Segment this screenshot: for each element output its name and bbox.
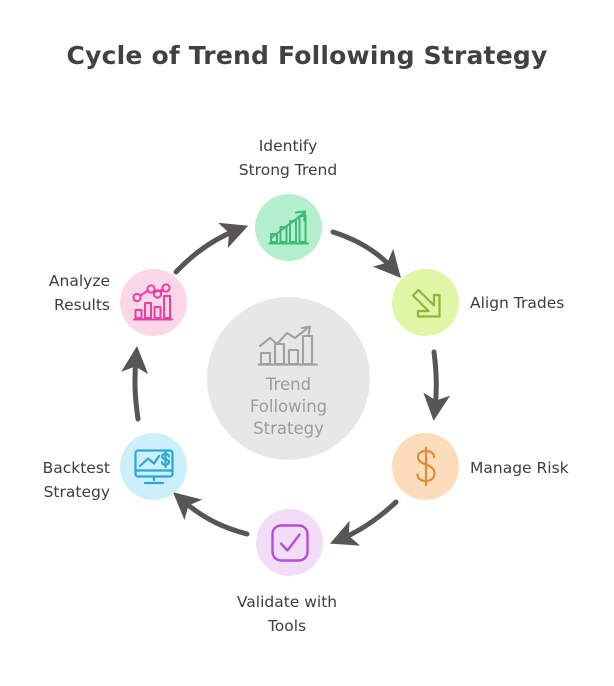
- growth-bar-chart-arrow-icon: [268, 210, 309, 244]
- node-analyze-results[interactable]: [120, 269, 187, 336]
- checkbox-check-icon: [270, 523, 309, 562]
- hub-label-line3: Strategy: [253, 419, 324, 438]
- arrow-manage-to-validate: [329, 499, 399, 546]
- label-manage-risk: Manage Risk: [470, 459, 569, 477]
- hub-label-line2: Following: [249, 397, 328, 416]
- node-align-trades[interactable]: [392, 269, 459, 336]
- arrow-analyze-to-identify: [173, 222, 249, 275]
- diagonal-down-right-arrow-icon: [411, 288, 441, 318]
- arrow-validate-to-backtest: [172, 492, 250, 537]
- arrow-backtest-to-analyze: [121, 346, 149, 422]
- label-align-trades: Align Trades: [470, 294, 565, 312]
- bar-chart-scatter-icon: [131, 282, 173, 320]
- monitor-chart-dollar-icon: [133, 448, 174, 484]
- node-validate-with-tools[interactable]: [256, 509, 323, 576]
- arrow-identify-to-align: [330, 229, 401, 278]
- label-identify-strong-trend: Identify Strong Trend: [238, 137, 338, 179]
- dollar-sign-icon: [415, 445, 436, 486]
- bar-chart-uptrend-icon: [256, 325, 318, 366]
- node-manage-risk[interactable]: [392, 433, 459, 500]
- page-title: Cycle of Trend Following Strategy: [66, 41, 548, 70]
- arrow-align-to-manage: [423, 349, 451, 421]
- hub-label: Trend Following Strategy: [250, 374, 327, 440]
- label-validate-with-tools: Validate with Tools: [236, 593, 338, 635]
- center-hub: Trend Following Strategy: [207, 297, 370, 460]
- hub-label-line1: Trend: [265, 375, 312, 394]
- node-backtest-strategy[interactable]: [120, 433, 187, 500]
- label-backtest-strategy: Backtest Strategy: [42, 459, 110, 501]
- label-analyze-results: Analyze Results: [48, 272, 110, 314]
- node-identify-strong-trend[interactable]: [255, 194, 322, 261]
